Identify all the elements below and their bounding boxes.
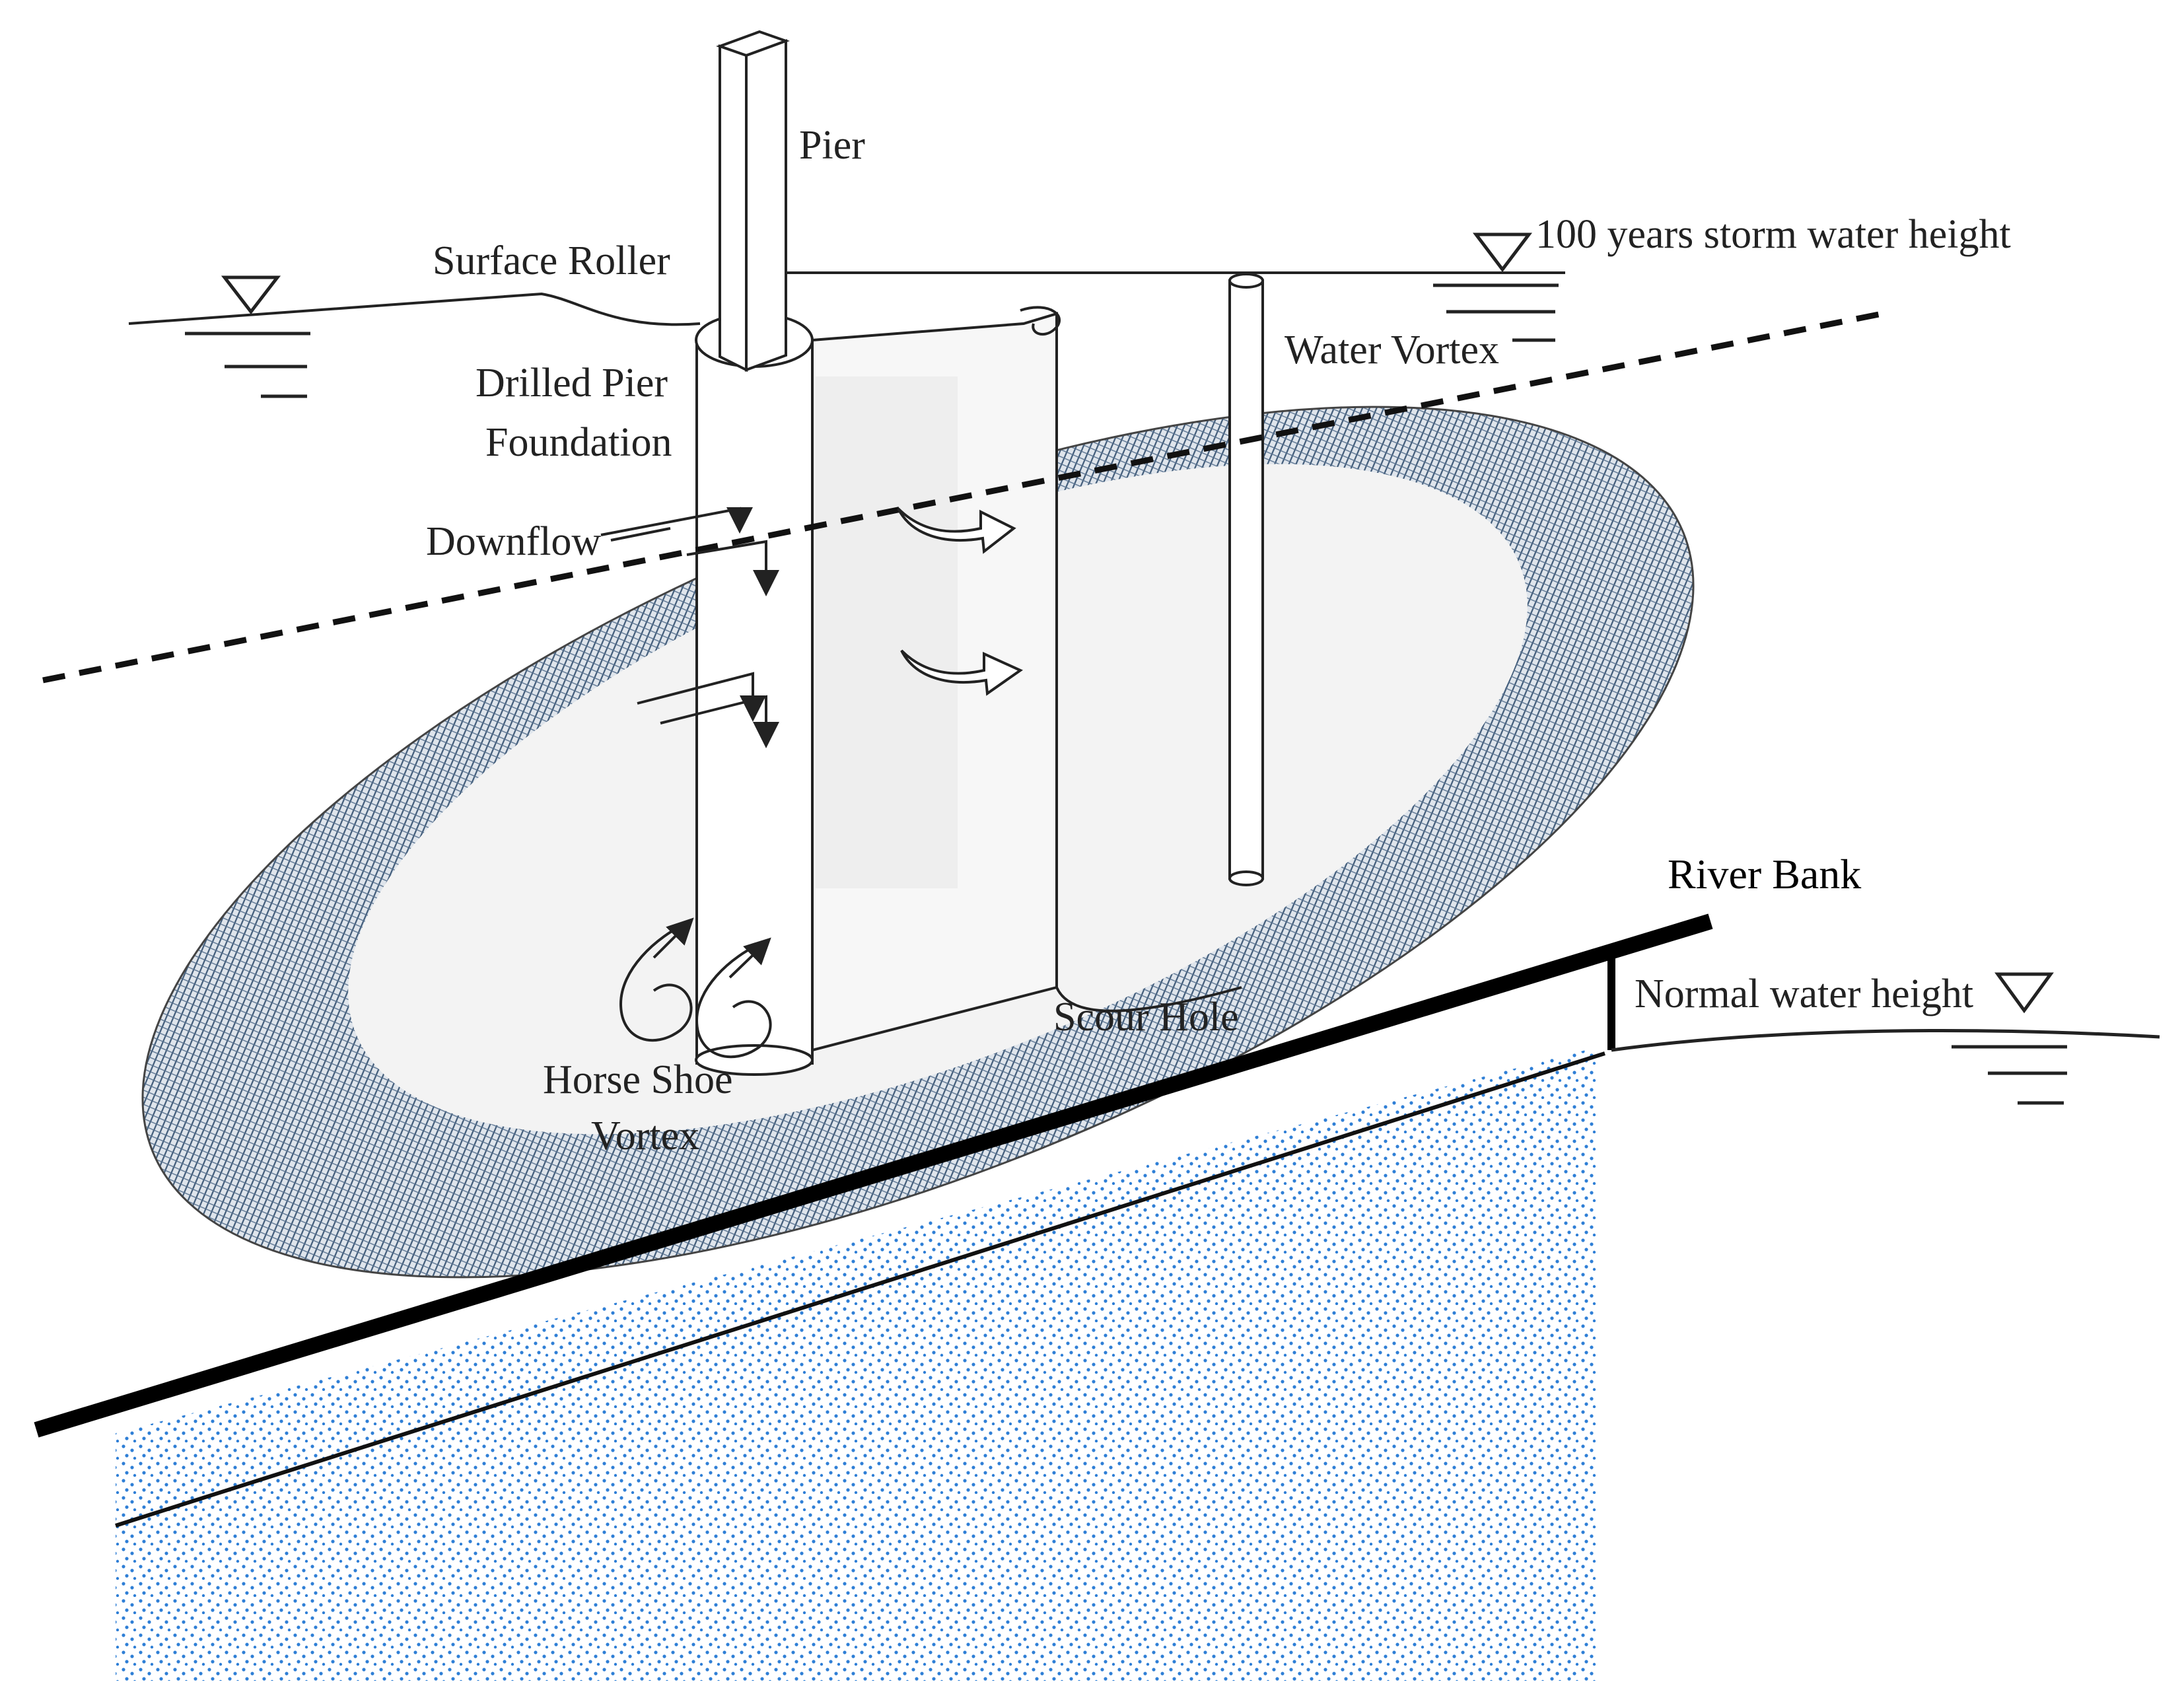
upstream-water-surface (128, 292, 701, 326)
soil-block (116, 1047, 1598, 1681)
label-water-vortex: Water Vortex (1285, 328, 1499, 372)
label-storm-water-height: 100 years storm water height (1535, 212, 2011, 257)
soil-inner-line (115, 1051, 1605, 1528)
label-drilled-pier-line1: Drilled Pier (476, 361, 668, 406)
normal-water-symbol (1952, 972, 2067, 1105)
downflow-arrows (600, 507, 779, 748)
flow-arrows (897, 507, 1024, 696)
label-river-bank: River Bank (1668, 851, 1861, 898)
downflow-leader (610, 527, 671, 542)
label-drilled-pier-line2: Foundation (485, 420, 672, 465)
label-horse-shoe-line2: Vortex (591, 1114, 699, 1158)
dashed-bed-line (42, 310, 1883, 684)
water-vortex-column (1228, 273, 1264, 886)
pier-column (716, 30, 790, 372)
label-normal-water-height: Normal water height (1635, 972, 1973, 1016)
storm-water-symbol (1433, 232, 1559, 342)
normal-water-surface (1611, 1028, 2160, 1052)
upstream-water-symbol (185, 275, 310, 398)
label-horse-shoe-line1: Horse Shoe (543, 1057, 733, 1102)
label-pier: Pier (799, 123, 865, 168)
label-surface-roller: Surface Roller (433, 238, 670, 283)
flow-sheet (811, 306, 1242, 1052)
horse-shoe-vortex-loops (619, 917, 772, 1059)
river-bank-line (34, 913, 1713, 1438)
label-scour-hole: Scour Hole (1053, 995, 1239, 1040)
label-downflow: Downflow (426, 519, 601, 564)
